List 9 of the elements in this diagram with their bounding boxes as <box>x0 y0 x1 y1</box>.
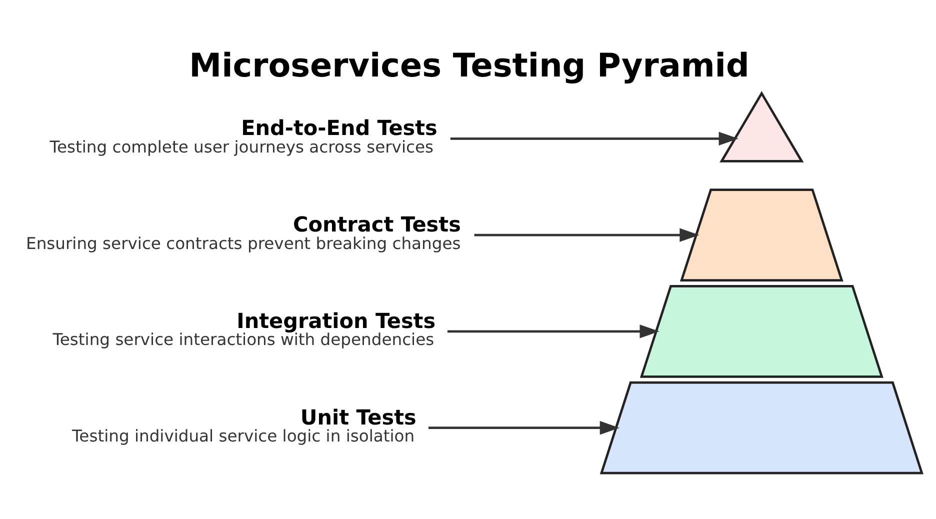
node-text: Integration Tests Testing service interactions with dependencies <box>52 309 436 350</box>
diagram-title: Microservices Testing Pyramid <box>189 46 750 84</box>
node-text: End-to-End Tests Testing complete user journeys across services <box>50 116 438 156</box>
arrow <box>450 132 738 146</box>
arrow <box>447 324 660 338</box>
arrow <box>474 228 700 242</box>
node-text: Unit Tests Testing individual service logic in isolation <box>72 405 416 446</box>
node-text: Contract Tests Ensuring service contracts prevent breaking changes <box>26 212 461 253</box>
arrow <box>428 420 620 435</box>
